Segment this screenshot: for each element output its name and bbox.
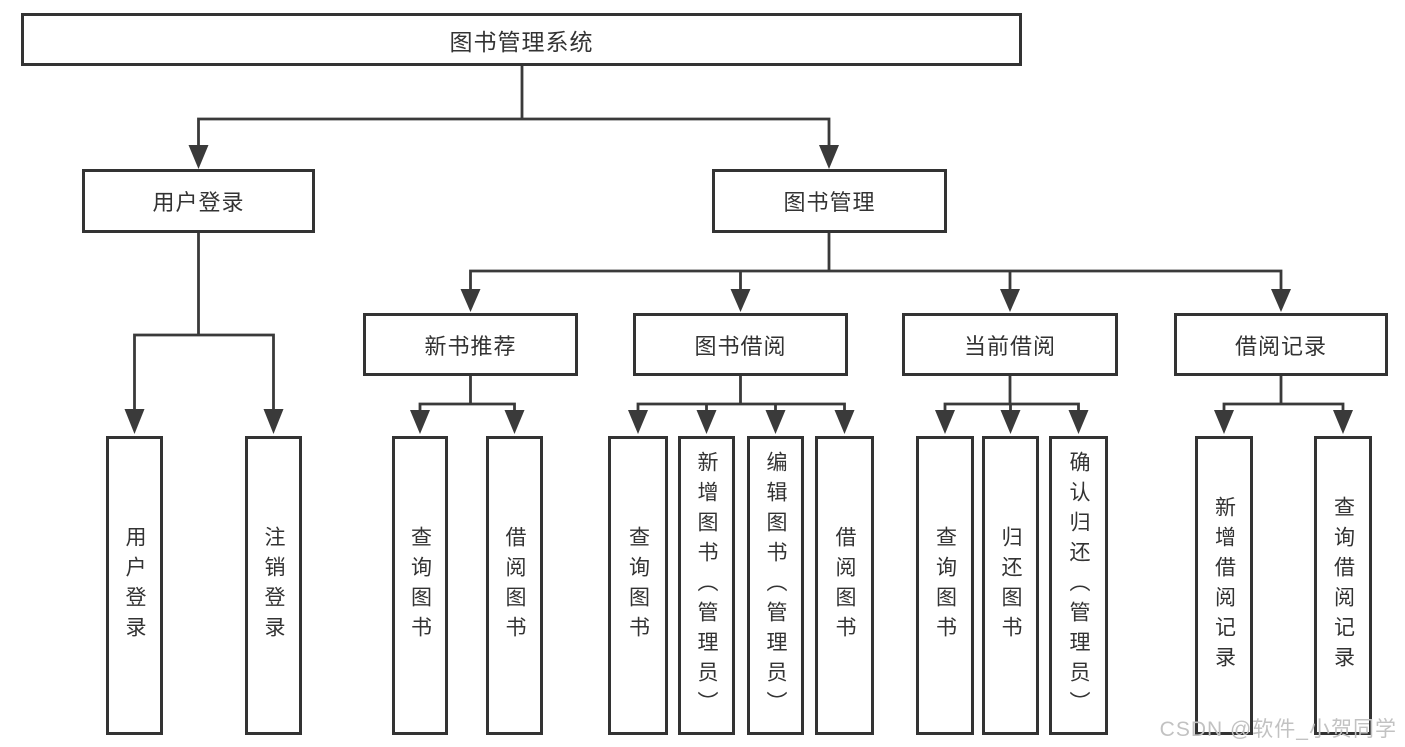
edge-current-borrow-to-leaves — [943, 376, 1080, 413]
arrow-down-icon — [410, 410, 430, 434]
node-label: 借阅图书 — [503, 525, 526, 646]
leaf-borrow-book: 借阅图书 — [815, 436, 874, 735]
edge-new-book-rec-to-leaves — [418, 376, 516, 413]
node-label: 图书管理系统 — [449, 28, 594, 55]
node-system-root: 图书管理系统 — [21, 13, 1022, 66]
leaf-borrow-book-recommend: 借阅图书 — [486, 436, 543, 735]
arrow-down-icon — [1271, 289, 1291, 312]
node-label: 图书借阅 — [694, 333, 787, 359]
node-label: 图书管理 — [783, 190, 876, 215]
node-label: 注销登录 — [262, 525, 285, 646]
edge-borrow-records-to-leaves — [1222, 376, 1345, 413]
node-label: 用户登录 — [152, 190, 245, 215]
arrowheads — [124, 145, 1353, 434]
arrow-down-icon — [696, 410, 717, 434]
arrow-down-icon — [834, 410, 855, 434]
arrow-down-icon — [124, 409, 145, 434]
leaf-add-book-admin: 新增图书（管理员） — [678, 436, 735, 735]
leaf-query-book-borrow: 查询图书 — [608, 436, 668, 735]
arrow-down-icon — [504, 410, 525, 434]
node-label: 借阅图书 — [833, 525, 856, 646]
arrow-down-icon — [263, 409, 284, 434]
node-label: 查询借阅记录 — [1331, 495, 1355, 676]
edge-book-borrow-to-leaves — [636, 376, 846, 413]
node-label: 新增图书（管理员） — [695, 450, 718, 721]
node-label: 当前借阅 — [963, 333, 1056, 359]
leaf-add-borrow-record: 新增借阅记录 — [1195, 436, 1253, 735]
arrow-down-icon — [819, 145, 839, 169]
arrow-down-icon — [1333, 410, 1353, 434]
leaf-query-borrow-record: 查询借阅记录 — [1314, 436, 1372, 735]
edge-user-login-to-leaves — [133, 233, 275, 412]
arrow-down-icon — [188, 145, 209, 169]
node-user-login: 用户登录 — [82, 169, 315, 233]
node-label: 新增借阅记录 — [1212, 495, 1236, 676]
leaf-query-book-recommend: 查询图书 — [392, 436, 448, 735]
node-label: 查询图书 — [626, 525, 650, 646]
leaf-user-login: 用户登录 — [106, 436, 163, 735]
leaf-return-book: 归还图书 — [982, 436, 1039, 735]
leaf-logout: 注销登录 — [245, 436, 302, 735]
node-label: 确认归还（管理员） — [1067, 450, 1090, 721]
edge-root-to-level2 — [197, 66, 831, 147]
arrow-down-icon — [765, 410, 786, 434]
arrow-down-icon — [1214, 410, 1234, 434]
leaf-query-book-current: 查询图书 — [916, 436, 974, 735]
node-book-borrow: 图书借阅 — [633, 313, 848, 376]
node-label: 借阅记录 — [1234, 333, 1327, 359]
node-label: 归还图书 — [999, 525, 1022, 646]
node-label: 查询图书 — [933, 525, 957, 646]
arrow-down-icon — [628, 410, 648, 434]
arrow-down-icon — [935, 410, 955, 434]
node-label: 查询图书 — [408, 525, 432, 646]
edge-book-mgmt-to-level3 — [469, 233, 1283, 293]
arrow-down-icon — [730, 289, 751, 312]
node-new-book-recommend: 新书推荐 — [363, 313, 578, 376]
arrow-down-icon — [1068, 410, 1089, 434]
csdn-watermark: CSDN @软件_小贺同学 — [1159, 718, 1397, 741]
arrow-down-icon — [460, 289, 481, 312]
node-label: 用户登录 — [123, 525, 146, 646]
arrow-down-icon — [1000, 410, 1021, 434]
leaf-confirm-return-admin: 确认归还（管理员） — [1049, 436, 1108, 735]
node-borrow-records: 借阅记录 — [1174, 313, 1388, 376]
node-label: 编辑图书（管理员） — [764, 450, 787, 721]
arrow-down-icon — [1000, 289, 1020, 312]
node-current-borrow: 当前借阅 — [902, 313, 1118, 376]
node-book-management: 图书管理 — [712, 169, 947, 233]
leaf-edit-book-admin: 编辑图书（管理员） — [747, 436, 804, 735]
node-label: 新书推荐 — [424, 333, 517, 359]
